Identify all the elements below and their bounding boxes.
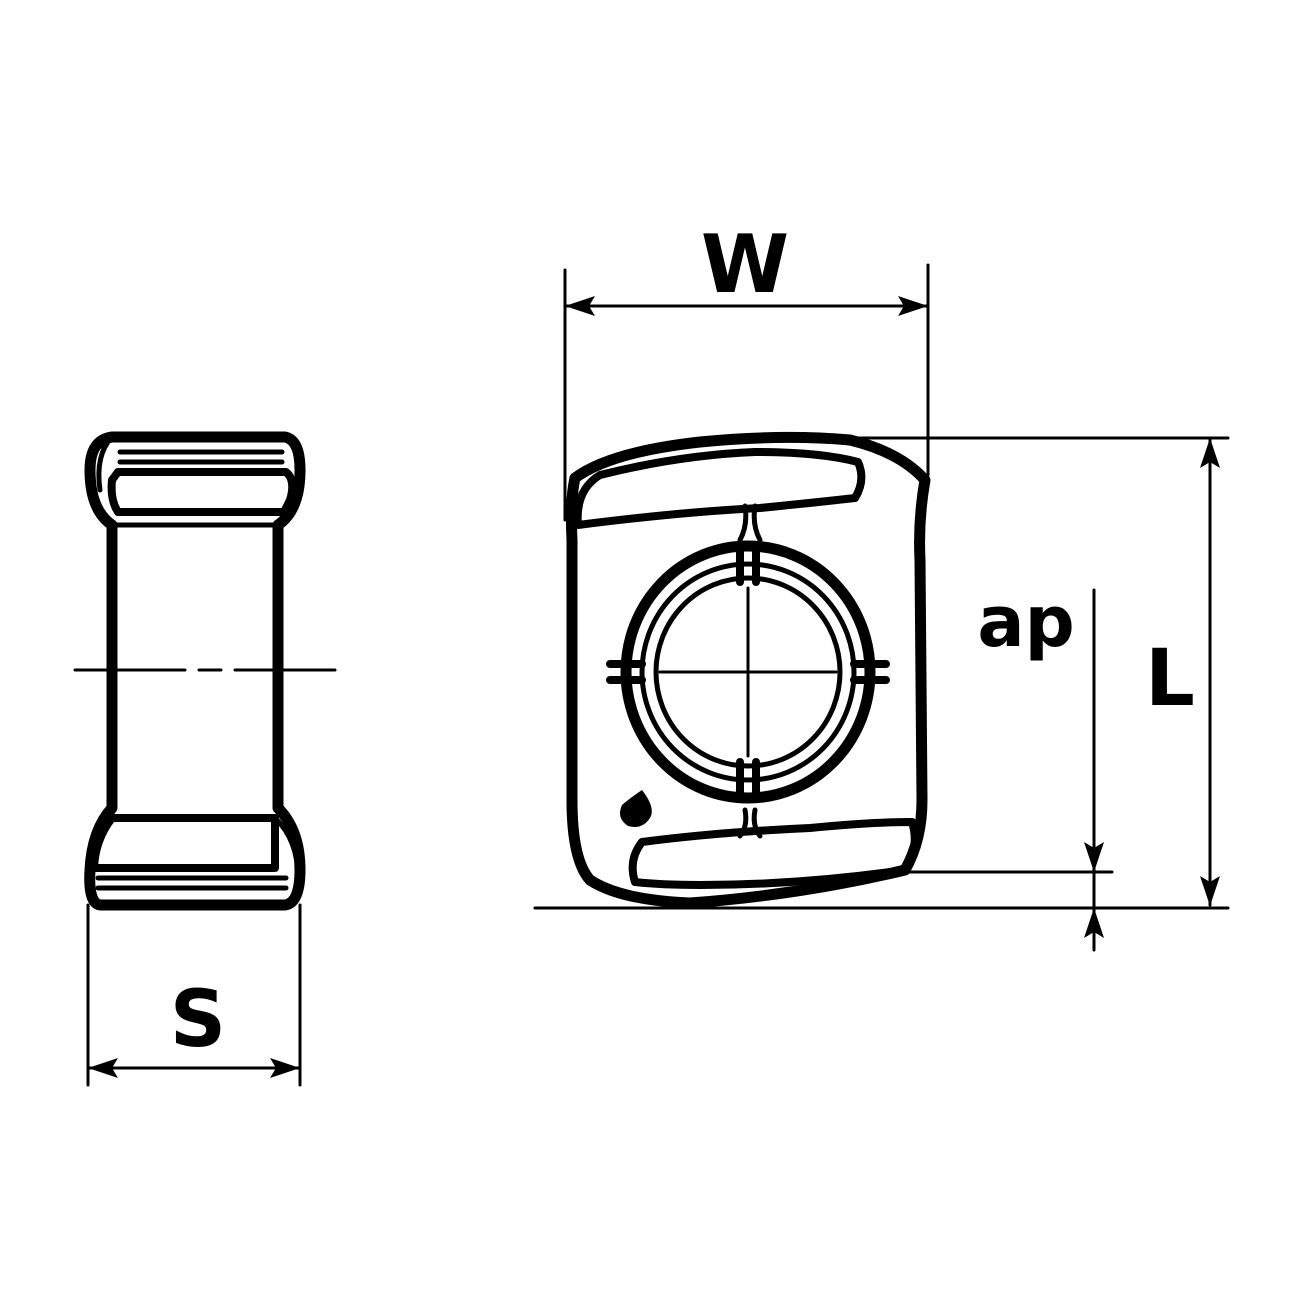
- label-w: W: [701, 218, 789, 311]
- label-l: L: [1145, 634, 1195, 724]
- dimension-ap: ap: [533, 581, 1230, 952]
- front-view-top-notch-right: [751, 503, 763, 543]
- side-view-bottom-band: [90, 814, 279, 872]
- front-view-bottom-notch-right: [751, 807, 763, 839]
- front-view-bottom-band: [628, 818, 919, 889]
- side-view: [73, 431, 337, 911]
- front-view-top-notch-left: [737, 503, 749, 543]
- side-view-top-band: [107, 468, 297, 516]
- droplet-icon: [620, 790, 652, 827]
- hole-middle-ring: [639, 561, 857, 783]
- hole-inner-ring: [653, 575, 843, 769]
- hole-outer-ring: [620, 540, 876, 804]
- front-view-top-band: [573, 448, 866, 529]
- label-s: S: [170, 975, 226, 1065]
- dimension-w: W: [563, 218, 930, 522]
- front-view: [565, 431, 931, 909]
- dimension-l: L: [846, 436, 1230, 907]
- side-view-top-left-curve: [96, 434, 115, 493]
- front-view-bottom-notch-left: [737, 807, 749, 839]
- label-ap: ap: [977, 581, 1074, 663]
- side-view-outline: [84, 431, 306, 911]
- dimension-s: S: [86, 903, 302, 1087]
- side-view-bottom-right-curve: [272, 815, 301, 881]
